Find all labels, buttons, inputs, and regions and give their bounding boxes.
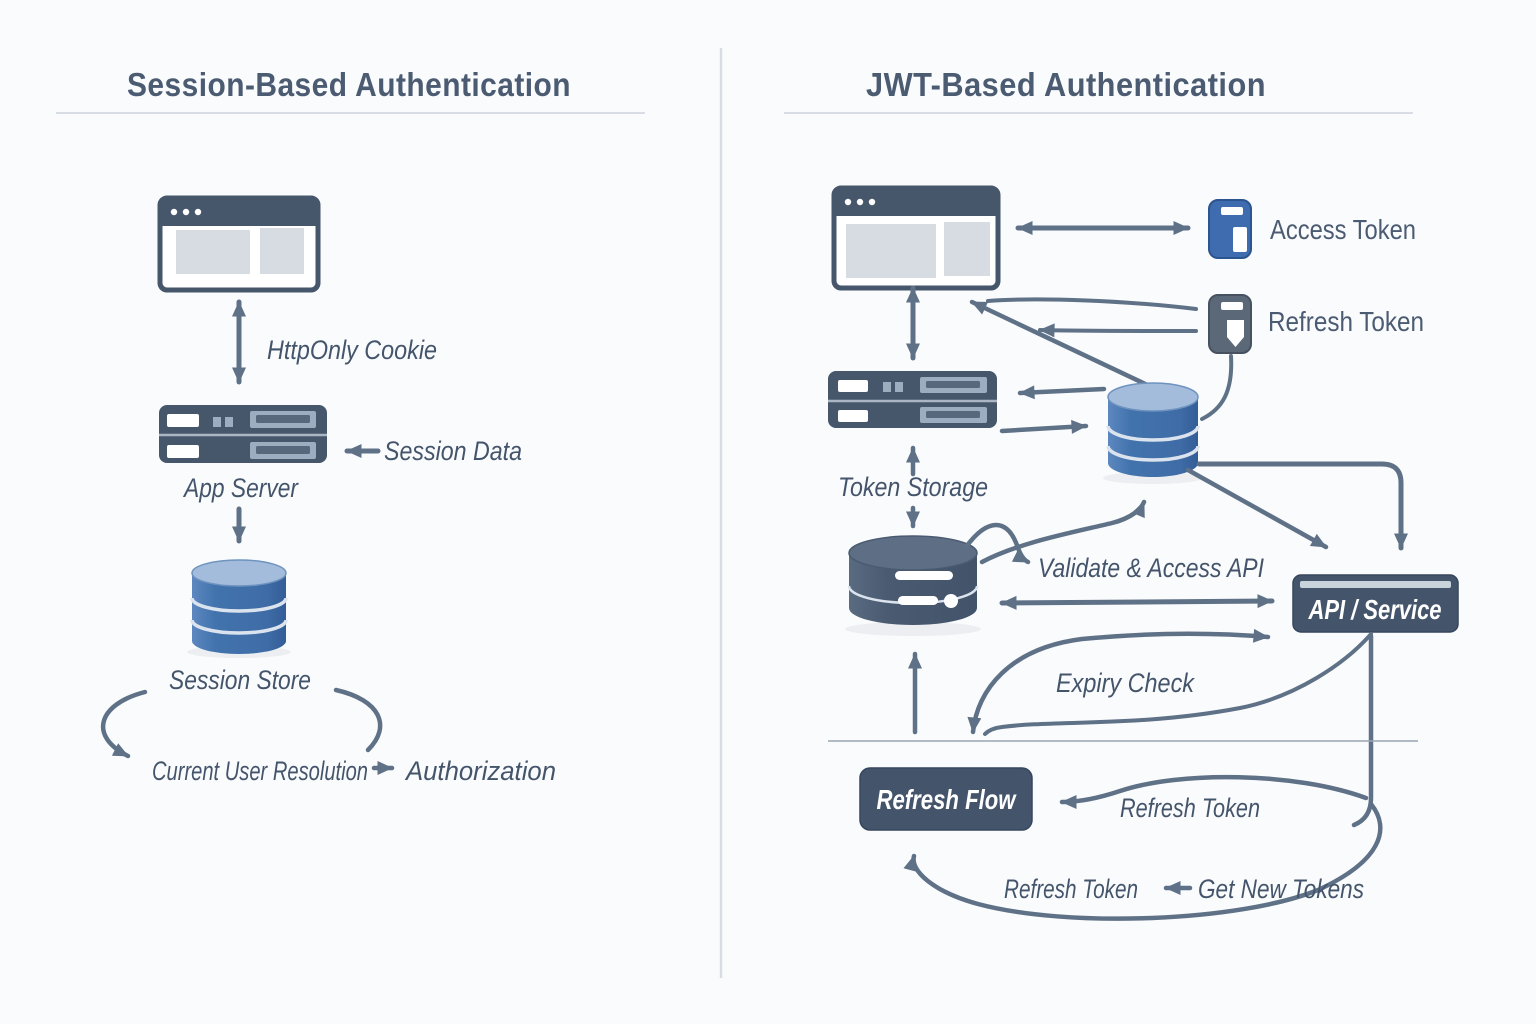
store-resolution-arc bbox=[100, 689, 148, 759]
access-token-label: Access Token bbox=[1270, 214, 1416, 245]
get-new-tokens-label: Get New Tokens bbox=[1198, 874, 1364, 904]
refresh-token-label: Refresh Token bbox=[1268, 306, 1424, 337]
refresh-flow-box: Refresh Flow bbox=[859, 767, 1033, 831]
getnewtokens-loop bbox=[903, 801, 1383, 921]
session-store-icon bbox=[187, 559, 291, 658]
session-pane-title: Session-Based Authentication bbox=[127, 66, 571, 103]
refreshtoken-browser-line bbox=[986, 297, 1198, 311]
api-service-label: API / Service bbox=[1308, 594, 1442, 625]
api-refreshloop-line bbox=[1351, 633, 1374, 828]
token-storage-label: Token Storage bbox=[838, 472, 988, 502]
app-server-label: App Server bbox=[182, 473, 299, 503]
jwt-pane-title: JWT-Based Authentication bbox=[866, 66, 1266, 103]
refreshtoken-db-curve bbox=[1200, 354, 1234, 421]
refreshtoken-browser-line-2 bbox=[1038, 323, 1198, 338]
validate-access-label: Validate & Access API bbox=[1038, 553, 1264, 583]
token-server-icon bbox=[828, 371, 997, 428]
session-store-label: Session Store bbox=[169, 665, 311, 695]
cache-api-arrow bbox=[999, 594, 1275, 610]
session-pane: Session-Based Authentication HttpOnly Co… bbox=[56, 66, 645, 786]
refresh-flow-label: Refresh Flow bbox=[877, 784, 1018, 815]
expiry-check-arc bbox=[967, 628, 1271, 735]
access-token-icon bbox=[1208, 199, 1252, 259]
app-server-icon bbox=[159, 405, 327, 463]
expiry-check-label: Expiry Check bbox=[1056, 668, 1195, 698]
session-data-label: Session Data bbox=[384, 436, 522, 466]
api-service-box: API / Service bbox=[1292, 574, 1459, 633]
db-server-arrow bbox=[1017, 385, 1107, 400]
httponly-cookie-label: HttpOnly Cookie bbox=[267, 335, 437, 365]
db-api-elbow-arrow bbox=[1196, 461, 1408, 551]
jwt-pane: JWT-Based Authentication Access Token Re… bbox=[784, 66, 1459, 921]
refresh-token-loop-label: Refresh Token bbox=[1004, 874, 1138, 904]
refreshtoken-flow-arrow bbox=[1059, 774, 1369, 809]
token-cache-icon bbox=[845, 535, 981, 636]
server-db-arrow bbox=[999, 419, 1089, 434]
cache-db-curve-arrow bbox=[979, 499, 1147, 565]
token-database-icon bbox=[1103, 382, 1203, 484]
db-browser-return-arrow bbox=[969, 299, 1163, 394]
browser-icon bbox=[157, 195, 321, 293]
refresh-token-icon bbox=[1208, 294, 1252, 354]
jwt-browser-icon bbox=[831, 185, 1001, 291]
authorization-label: Authorization bbox=[404, 756, 556, 786]
current-user-resolution-label: Current User Resolution bbox=[152, 756, 368, 786]
refresh-token-flow-label: Refresh Token bbox=[1120, 793, 1260, 823]
db-api-diagonal-arrow bbox=[1185, 467, 1329, 550]
resolution-store-arc bbox=[333, 687, 383, 753]
